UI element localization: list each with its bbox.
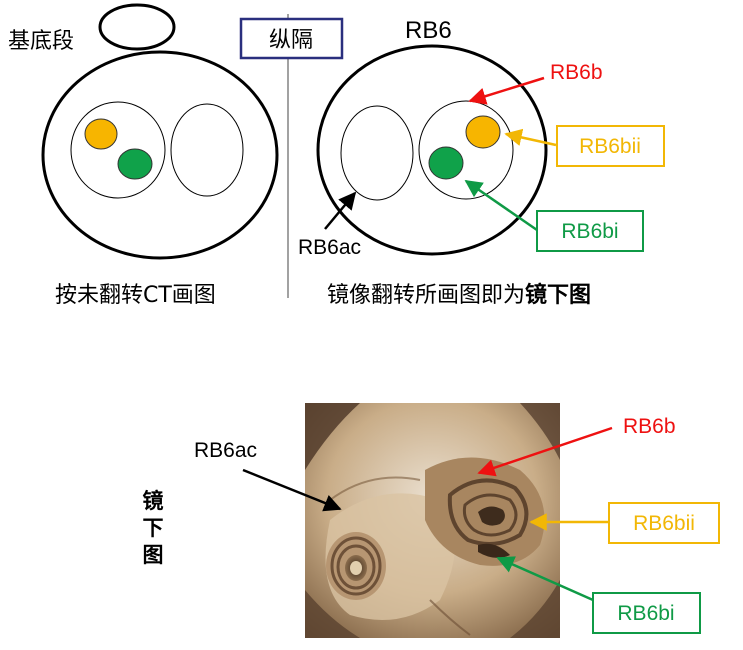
label-rb6bi-top: RB6bi — [561, 220, 618, 243]
arrow-rb6ac-top — [324, 191, 357, 230]
label-rb6bii-bottom: RB6bii — [633, 512, 695, 535]
basal-segment-ellipse — [98, 3, 176, 51]
right-inner-ellipse-b — [418, 100, 514, 200]
left-outer-circle — [41, 50, 279, 260]
arrow-rb6bii-top — [504, 128, 557, 147]
top-left-diagram: 基底段 按未翻转CT画图 — [8, 3, 279, 308]
basal-segment-label: 基底段 — [8, 29, 74, 54]
box-rb6bi-bottom — [592, 592, 701, 634]
arrow-rb6bi-bottom — [496, 556, 594, 602]
right-inner-ellipse-a — [340, 105, 414, 201]
side-title-char-2: 下 — [143, 516, 164, 540]
right-green-dot — [428, 146, 464, 180]
bronchoscopy-render-icon — [305, 403, 560, 638]
caption-right-prefix: 镜像翻转所画图即为 — [327, 283, 525, 308]
caption-right: 镜像翻转所画图即为镜下图 — [327, 282, 591, 308]
right-orange-dot — [465, 115, 501, 149]
label-rb6b-top: RB6b — [550, 61, 603, 84]
bottom-section: 镜 下 图 — [143, 403, 720, 638]
caption-right-bold: 镜下图 — [525, 282, 591, 308]
top-right-diagram: RB6 RB6b RB6bii RB6bi RB6ac 镜像翻转所画图即为镜下图 — [298, 17, 665, 308]
label-rb6ac-bottom: RB6ac — [194, 439, 257, 462]
side-title-char-3: 图 — [143, 543, 164, 567]
side-title-char-1: 镜 — [143, 489, 164, 513]
left-inner-ellipse-a — [70, 101, 166, 199]
arrow-rb6b-top — [468, 76, 545, 105]
label-rb6bi-bottom: RB6bi — [617, 602, 674, 625]
arrow-rb6b-bottom — [477, 426, 613, 477]
septum-box: 纵隔 — [239, 17, 344, 60]
arrow-rb6bi-top — [464, 179, 538, 232]
septum-box-frame — [239, 17, 344, 60]
box-rb6bi-top — [536, 210, 644, 252]
left-green-dot — [117, 148, 153, 180]
septum-label: 纵隔 — [269, 28, 313, 53]
left-inner-ellipse-b — [170, 103, 244, 197]
arrow-rb6ac-bottom — [242, 468, 342, 512]
caption-left: 按未翻转CT画图 — [55, 283, 216, 308]
rb6-label: RB6 — [405, 17, 452, 44]
label-rb6bii-top: RB6bii — [579, 135, 641, 158]
label-rb6ac-top: RB6ac — [298, 236, 361, 259]
box-rb6bii-top — [556, 125, 665, 167]
left-orange-dot — [84, 118, 118, 150]
label-rb6b-bottom: RB6b — [623, 415, 676, 438]
right-outer-circle — [316, 44, 548, 256]
box-rb6bii-bottom — [608, 502, 720, 544]
